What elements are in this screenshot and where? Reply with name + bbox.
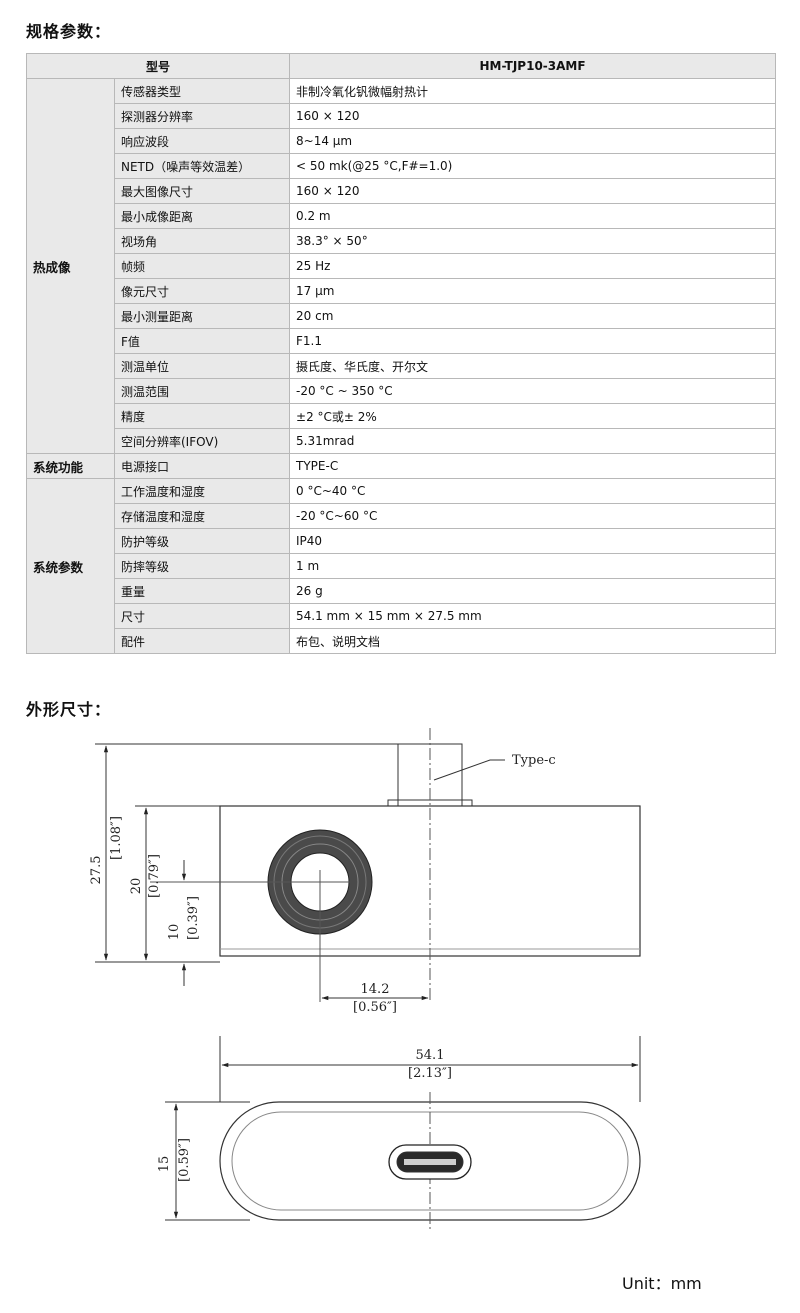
value-cell: 54.1 mm × 15 mm × 27.5 mm [289,603,777,629]
param-cell: 传感器类型 [113,78,291,104]
top-view [165,1036,641,1232]
param-cell: NETD（噪声等效温差） [113,153,291,179]
value-cell: 0.2 m [289,203,777,229]
dim-width-label: 54.1 [416,1048,445,1063]
spec-table: 型号 HM-TJP10-3AMF 热成像传感器类型非制冷氧化钒微幅射热计探测器分… [25,53,777,654]
param-cell: 响应波段 [113,128,291,154]
dim-lens-offset-label: 14.2 [361,982,390,997]
dimensions-heading: 外形尺寸： [26,700,112,719]
param-cell: 测温单位 [113,353,291,379]
dim-height-body-label: 20 [129,878,144,895]
value-cell: 布包、说明文档 [289,628,777,654]
value-cell: -20 °C~60 °C [289,503,777,529]
value-cell: 1 m [289,553,777,579]
param-cell: 防护等级 [113,528,291,554]
param-cell: 最小成像距离 [113,203,291,229]
table-row: 空间分辨率(IFOV)5.31mrad [27,428,777,454]
spec-heading: 规格参数： [26,22,112,41]
table-row: NETD（噪声等效温差）< 50 mk(@25 °C,F#=1.0) [27,153,777,179]
param-cell: 存储温度和湿度 [113,503,291,529]
typec-leader-line [433,759,505,781]
value-cell: F1.1 [289,328,777,354]
param-cell: 尺寸 [113,603,291,629]
value-cell: 160 × 120 [289,178,777,204]
value-cell: -20 °C ~ 350 °C [289,378,777,404]
table-row: 配件布包、说明文档 [27,628,777,654]
param-cell: 最小测量距离 [113,303,291,329]
table-row: 存储温度和湿度-20 °C~60 °C [27,503,777,529]
dim-height-total-inch: [1.08″] [109,816,124,860]
value-cell: ±2 °C或± 2% [289,403,777,429]
param-cell: 像元尺寸 [113,278,291,304]
model-value: HM-TJP10-3AMF [289,53,777,79]
unit-label: Unit：mm [622,1274,702,1293]
value-cell: 非制冷氧化钒微幅射热计 [289,78,777,104]
param-cell: 探测器分辨率 [113,103,291,129]
param-cell: 最大图像尺寸 [113,178,291,204]
dim-height-total-label: 27.5 [89,856,104,885]
table-row: 精度±2 °C或± 2% [27,403,777,429]
dim-width-inch: [2.13″] [408,1066,452,1081]
param-cell: 测温范围 [113,378,291,404]
value-cell: 8~14 μm [289,128,777,154]
usbc-port-tongue [404,1159,456,1165]
category-cell: 系统功能 [26,453,115,479]
param-cell: F值 [113,328,291,354]
dim-lens-offset-inch: [0.56″] [353,1000,397,1015]
typec-label: Type-c [512,753,556,768]
dim-depth-inch: [0.59″] [177,1138,192,1182]
param-cell: 工作温度和湿度 [113,478,291,504]
param-cell: 视场角 [113,228,291,254]
param-cell: 电源接口 [113,453,291,479]
value-cell: 26 g [289,578,777,604]
table-header-row: 型号 HM-TJP10-3AMF [25,53,777,79]
dim-depth-label: 15 [157,1156,172,1173]
table-row: 测温单位摄氏度、华氏度、开尔文 [27,353,777,379]
param-cell: 防摔等级 [113,553,291,579]
value-cell: 20 cm [289,303,777,329]
value-cell: 38.3° × 50° [289,228,777,254]
param-cell: 空间分辨率(IFOV) [113,428,291,454]
dimension-drawing: Type-c 27.5 [1.08″] 20 [0.79″] 10 [0.39″… [89,728,641,1232]
dim-lens-center-label: 10 [167,924,182,941]
param-cell: 精度 [113,403,291,429]
param-cell: 配件 [113,628,291,654]
table-row: 测温范围-20 °C ~ 350 °C [27,378,777,404]
category-cell: 热成像 [26,78,115,454]
param-cell: 重量 [113,578,291,604]
value-cell: < 50 mk(@25 °C,F#=1.0) [289,153,777,179]
value-cell: TYPE-C [289,453,777,479]
value-cell: 0 °C~40 °C [289,478,777,504]
front-view [95,728,641,1002]
value-cell: 17 μm [289,278,777,304]
param-cell: 帧频 [113,253,291,279]
model-label: 型号 [25,53,291,79]
dim-lens-center-inch: [0.39″] [186,896,201,940]
value-cell: IP40 [289,528,777,554]
value-cell: 摄氏度、华氏度、开尔文 [289,353,777,379]
category-cell: 系统参数 [26,478,115,654]
value-cell: 5.31mrad [289,428,777,454]
value-cell: 25 Hz [289,253,777,279]
dim-height-body-inch: [0.79″] [147,854,162,898]
table-row: 热成像传感器类型非制冷氧化钒微幅射热计 [26,78,777,454]
value-cell: 160 × 120 [289,103,777,129]
